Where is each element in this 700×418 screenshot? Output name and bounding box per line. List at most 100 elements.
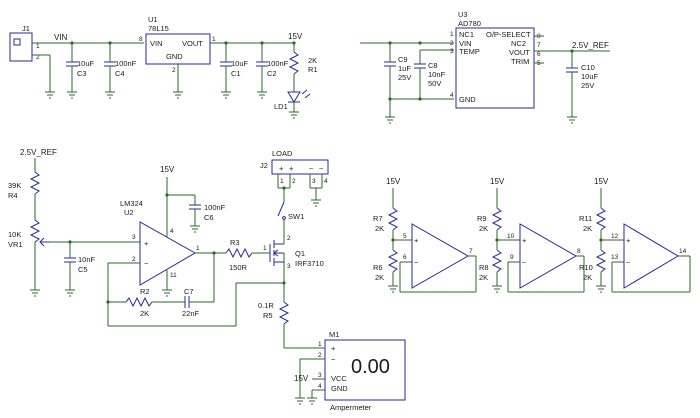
r4-resistor <box>29 171 41 195</box>
c2-ref: C2 <box>267 69 277 78</box>
c1-value: 10uF <box>231 59 249 68</box>
c9-voltage: 25V <box>398 73 411 82</box>
vr1-value: 10K <box>8 230 21 239</box>
net-ref-label: 2.5V_REF <box>572 41 609 50</box>
r4-ref: R4 <box>8 191 18 200</box>
u1-gnd: GND <box>166 52 183 61</box>
unused-b-pin-n: 9 <box>510 254 514 261</box>
j1-connector <box>9 32 33 62</box>
ld1-ref: LD1 <box>274 102 288 111</box>
m1-ref: M1 <box>329 330 339 339</box>
unused-c-rb-resistor <box>595 249 607 273</box>
unused-b-plus: + <box>522 236 527 245</box>
c10-voltage: 25V <box>581 81 594 90</box>
unused-a-pin-p: 5 <box>403 233 407 240</box>
r1-resistor <box>288 51 300 75</box>
m1-minus: − <box>331 355 336 364</box>
u2-opamp <box>139 221 197 286</box>
u3-ref: U3 <box>458 10 468 19</box>
j2-p2: 2 <box>292 178 296 185</box>
j2-p3: 3 <box>312 178 316 185</box>
c3-ref: C3 <box>77 69 87 78</box>
c2-value: 100nF <box>267 59 289 68</box>
u3-part: AD780 <box>458 19 481 28</box>
unused-b-vcc: 15V <box>490 177 505 186</box>
r3-value: 150R <box>229 263 248 272</box>
unused-opamp-c: 15V R11 2K R10 2K + − 12 13 14 <box>579 177 691 293</box>
q1-p3: 3 <box>287 263 291 270</box>
u3-n2: 2 <box>450 40 454 47</box>
unused-b-ra-resistor <box>491 207 503 231</box>
net-15v-label: 15V <box>288 32 303 41</box>
unused-c-pin-o: 14 <box>679 248 687 255</box>
m1-plus: + <box>331 344 336 353</box>
vr1-ref: VR1 <box>8 240 23 249</box>
q1-p2: 2 <box>287 235 291 242</box>
sw1-ref: SW1 <box>288 212 304 221</box>
reference-section: C9 1uF 25V C8 10nF 50V U3 AD780 NC1 VIN … <box>360 10 610 124</box>
c6-value: 100nF <box>204 203 226 212</box>
j2-p1: 1 <box>280 178 284 185</box>
unused-c-ra: R11 <box>579 214 592 223</box>
ld1-led-icon <box>287 91 301 103</box>
c7-ref: C7 <box>184 287 194 296</box>
m1-p3: 3 <box>318 372 322 379</box>
c8-value: 10nF <box>428 70 446 79</box>
unused-a-vcc: 15V <box>386 177 401 186</box>
net-15v-m1-label: 15V <box>294 374 309 383</box>
unused-a-pin-n: 6 <box>403 254 407 261</box>
vr1-potentiometer <box>29 219 41 243</box>
u2-pin1: 1 <box>196 245 200 252</box>
u3-n3: 3 <box>450 48 454 55</box>
unused-c-ra-resistor <box>595 207 607 231</box>
unused-b-rb-resistor <box>491 249 503 273</box>
power-supply-section: J1 1 2 VIN 10uF C3 100nF C4 U1 78L15 VIN… <box>9 15 318 119</box>
m1-display <box>324 339 406 401</box>
unused-b-minus: − <box>522 258 527 267</box>
u3-pin-vin: VIN <box>459 39 472 48</box>
unused-b-pin-p: 10 <box>507 233 515 240</box>
r2-ref: R2 <box>140 287 150 296</box>
m1-p2: 2 <box>318 352 322 359</box>
j2-minus-2: − <box>319 164 324 173</box>
c10-value: 10uF <box>581 72 599 81</box>
unused-c-minus: − <box>626 258 631 267</box>
c7-value: 22nF <box>182 309 200 318</box>
c1-ref: C1 <box>231 69 241 78</box>
unused-c-pin-n: 13 <box>611 254 619 261</box>
c5-ref: C5 <box>78 265 88 274</box>
r5-resistor <box>278 301 290 325</box>
q1-p1: 1 <box>263 245 267 252</box>
u2-minus: − <box>144 259 149 268</box>
j2-title: LOAD <box>272 149 293 158</box>
unused-c-opamp <box>623 223 679 289</box>
u2-pin3: 3 <box>132 234 136 241</box>
unused-c-pin-p: 12 <box>611 233 619 240</box>
j2-minus: − <box>309 164 314 173</box>
vin-net-label: VIN <box>54 33 68 42</box>
u2-pin4: 4 <box>170 228 174 235</box>
m1-p4: 4 <box>318 383 322 390</box>
r5-value: 0.1R <box>258 301 274 310</box>
unused-opamp-a: 15V R7 2K R6 2K + − 5 6 7 <box>373 177 477 293</box>
j2-plus: + <box>279 164 284 173</box>
u3-n7: 7 <box>537 42 541 49</box>
u3-pin-nc1: NC1 <box>459 30 474 39</box>
u3-n6: 6 <box>537 51 541 58</box>
c8-voltage: 50V <box>428 79 441 88</box>
r4-value: 39K <box>8 181 21 190</box>
j2-p4: 4 <box>324 178 328 185</box>
m1-gnd: GND <box>331 384 348 393</box>
unused-c-plus: + <box>626 236 631 245</box>
net-15v-u2-label: 15V <box>160 165 175 174</box>
j1-pin1: 1 <box>36 43 40 50</box>
u2-pin2: 2 <box>132 256 136 263</box>
u1-pin-gnd: 2 <box>172 67 176 74</box>
u1-part: 78L15 <box>148 24 169 33</box>
unused-c-ra-val: 2K <box>583 224 592 233</box>
c9-ref: C9 <box>398 55 408 64</box>
u1-vout: VOUT <box>182 39 203 48</box>
unused-a-ra: R7 <box>373 214 383 223</box>
u3-n4: 4 <box>450 92 454 99</box>
u3-ic <box>455 27 535 109</box>
